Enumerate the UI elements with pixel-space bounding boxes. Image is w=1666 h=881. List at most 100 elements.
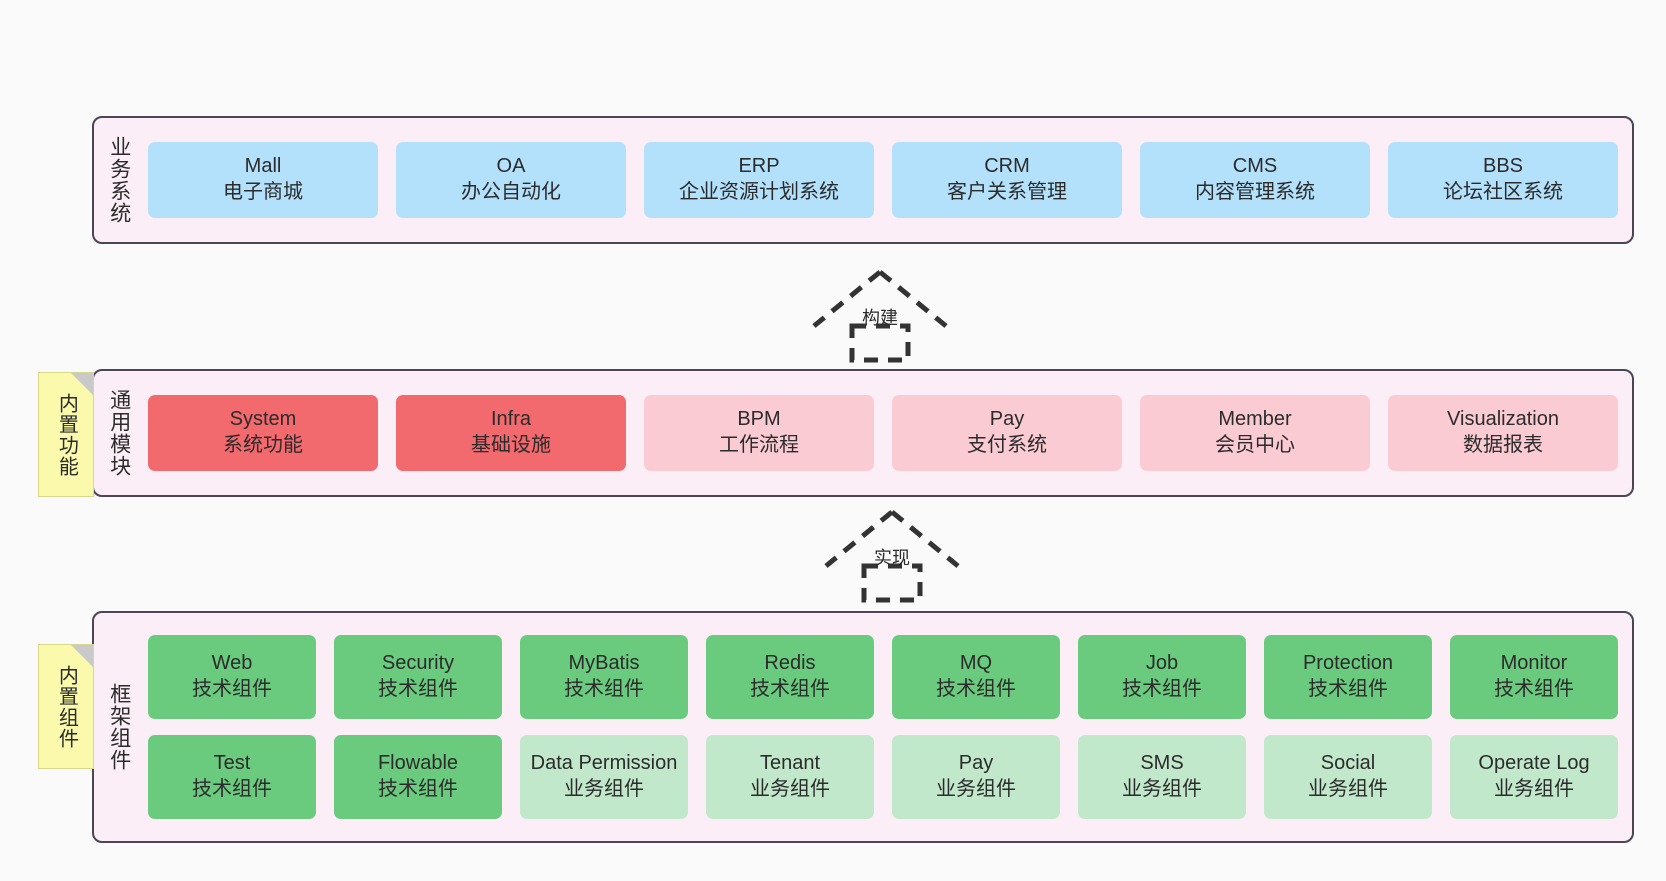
node-operate-log-cn: 业务组件 [1494,778,1574,800]
node-infra-cn: 基础设施 [471,434,551,456]
node-tenant-cn: 业务组件 [750,778,830,800]
node-security[interactable]: Security 技术组件 [334,635,502,719]
node-job-en: Job [1145,652,1179,675]
node-data-permission[interactable]: Data Permission 业务组件 [520,735,688,819]
node-operate-log[interactable]: Operate Log 业务组件 [1450,735,1618,819]
node-member-cn: 会员中心 [1215,434,1295,456]
node-flowable-cn: 技术组件 [378,778,458,800]
layer-title-framework: 框架组件 [107,683,131,771]
node-system-cn: 系统功能 [223,434,303,456]
note-builtin-component-label: 内置组件 [55,664,78,749]
node-pay-module-en: Pay [989,408,1025,431]
node-social-en: Social [1320,752,1376,775]
node-flowable-en: Flowable [377,752,459,775]
node-redis[interactable]: Redis 技术组件 [706,635,874,719]
node-pay-component[interactable]: Pay 业务组件 [892,735,1060,819]
layer-framework-row-biz: Test 技术组件 Flowable 技术组件 Data Permission … [148,735,1618,819]
node-infra-en: Infra [490,408,532,431]
node-data-permission-en: Data Permission [530,752,678,775]
node-tenant[interactable]: Tenant 业务组件 [706,735,874,819]
node-bbs-en: BBS [1482,155,1524,178]
node-oa-cn: 办公自动化 [461,181,561,203]
node-mq-en: MQ [959,652,993,675]
connector-implement: 实现 [812,508,972,604]
node-mq[interactable]: MQ 技术组件 [892,635,1060,719]
node-pay-component-en: Pay [958,752,994,775]
node-mall[interactable]: Mall 电子商城 [148,142,378,218]
node-web[interactable]: Web 技术组件 [148,635,316,719]
note-fold-corner-icon [71,373,93,395]
layer-framework-components: 框架组件 Web 技术组件 Security 技术组件 MyBatis 技术组件… [92,611,1634,843]
node-pay-module[interactable]: Pay 支付系统 [892,395,1122,471]
layer-business-row: Mall 电子商城 OA 办公自动化 ERP 企业资源计划系统 CRM 客户关系… [148,142,1618,218]
node-test[interactable]: Test 技术组件 [148,735,316,819]
node-oa[interactable]: OA 办公自动化 [396,142,626,218]
node-social-cn: 业务组件 [1308,778,1388,800]
node-mybatis-cn: 技术组件 [564,678,644,700]
node-infra[interactable]: Infra 基础设施 [396,395,626,471]
node-protection-cn: 技术组件 [1308,678,1388,700]
node-tenant-en: Tenant [759,752,821,775]
note-builtin-component: 内置组件 [38,644,94,769]
node-protection[interactable]: Protection 技术组件 [1264,635,1432,719]
node-crm-en: CRM [984,155,1030,178]
node-test-cn: 技术组件 [192,778,272,800]
node-erp[interactable]: ERP 企业资源计划系统 [644,142,874,218]
layer-business-systems: 业务系统 Mall 电子商城 OA 办公自动化 ERP 企业资源计划系统 CRM… [92,116,1634,244]
node-mybatis-en: MyBatis [568,652,640,675]
node-web-cn: 技术组件 [192,678,272,700]
note-fold-corner-icon [71,645,93,667]
layer-body-framework: Web 技术组件 Security 技术组件 MyBatis 技术组件 Redi… [134,621,1622,833]
node-bpm[interactable]: BPM 工作流程 [644,395,874,471]
node-web-en: Web [211,652,253,675]
node-mall-en: Mall [244,155,282,178]
node-sms[interactable]: SMS 业务组件 [1078,735,1246,819]
node-oa-en: OA [496,155,526,178]
node-mybatis[interactable]: MyBatis 技术组件 [520,635,688,719]
node-data-permission-cn: 业务组件 [564,778,644,800]
node-job-cn: 技术组件 [1122,678,1202,700]
node-redis-cn: 技术组件 [750,678,830,700]
node-security-cn: 技术组件 [378,678,458,700]
node-crm[interactable]: CRM 客户关系管理 [892,142,1122,218]
node-visualization-en: Visualization [1447,408,1559,431]
node-bbs[interactable]: BBS 论坛社区系统 [1388,142,1618,218]
node-member-en: Member [1218,408,1292,431]
node-pay-component-cn: 业务组件 [936,778,1016,800]
connector-implement-label: 实现 [874,548,910,568]
node-bpm-en: BPM [737,408,781,431]
node-bbs-cn: 论坛社区系统 [1443,181,1563,203]
node-security-en: Security [381,652,455,675]
layer-body-business: Mall 电子商城 OA 办公自动化 ERP 企业资源计划系统 CRM 客户关系… [134,126,1622,234]
node-erp-en: ERP [738,155,780,178]
node-test-en: Test [213,752,251,775]
node-operate-log-en: Operate Log [1478,752,1590,775]
node-cms-en: CMS [1232,155,1278,178]
connector-build: 构建 [800,268,960,364]
node-monitor[interactable]: Monitor 技术组件 [1450,635,1618,719]
node-job[interactable]: Job 技术组件 [1078,635,1246,719]
node-sms-cn: 业务组件 [1122,778,1202,800]
node-mq-cn: 技术组件 [936,678,1016,700]
node-member[interactable]: Member 会员中心 [1140,395,1370,471]
node-cms[interactable]: CMS 内容管理系统 [1140,142,1370,218]
layer-body-common: System 系统功能 Infra 基础设施 BPM 工作流程 Pay 支付系统… [134,379,1622,487]
node-flowable[interactable]: Flowable 技术组件 [334,735,502,819]
node-system[interactable]: System 系统功能 [148,395,378,471]
note-builtin-function-label: 内置功能 [55,392,78,477]
node-visualization[interactable]: Visualization 数据报表 [1388,395,1618,471]
node-social[interactable]: Social 业务组件 [1264,735,1432,819]
layer-title-common: 通用模块 [107,389,131,477]
node-erp-cn: 企业资源计划系统 [679,181,839,203]
node-monitor-en: Monitor [1500,652,1568,675]
node-pay-module-cn: 支付系统 [967,434,1047,456]
node-system-en: System [229,408,297,431]
layer-title-business: 业务系统 [107,136,131,224]
node-sms-en: SMS [1140,752,1184,775]
node-redis-en: Redis [764,652,816,675]
node-mall-cn: 电子商城 [223,181,303,203]
node-monitor-cn: 技术组件 [1494,678,1574,700]
layer-framework-row-tech: Web 技术组件 Security 技术组件 MyBatis 技术组件 Redi… [148,635,1618,719]
layer-common-row: System 系统功能 Infra 基础设施 BPM 工作流程 Pay 支付系统… [148,395,1618,471]
